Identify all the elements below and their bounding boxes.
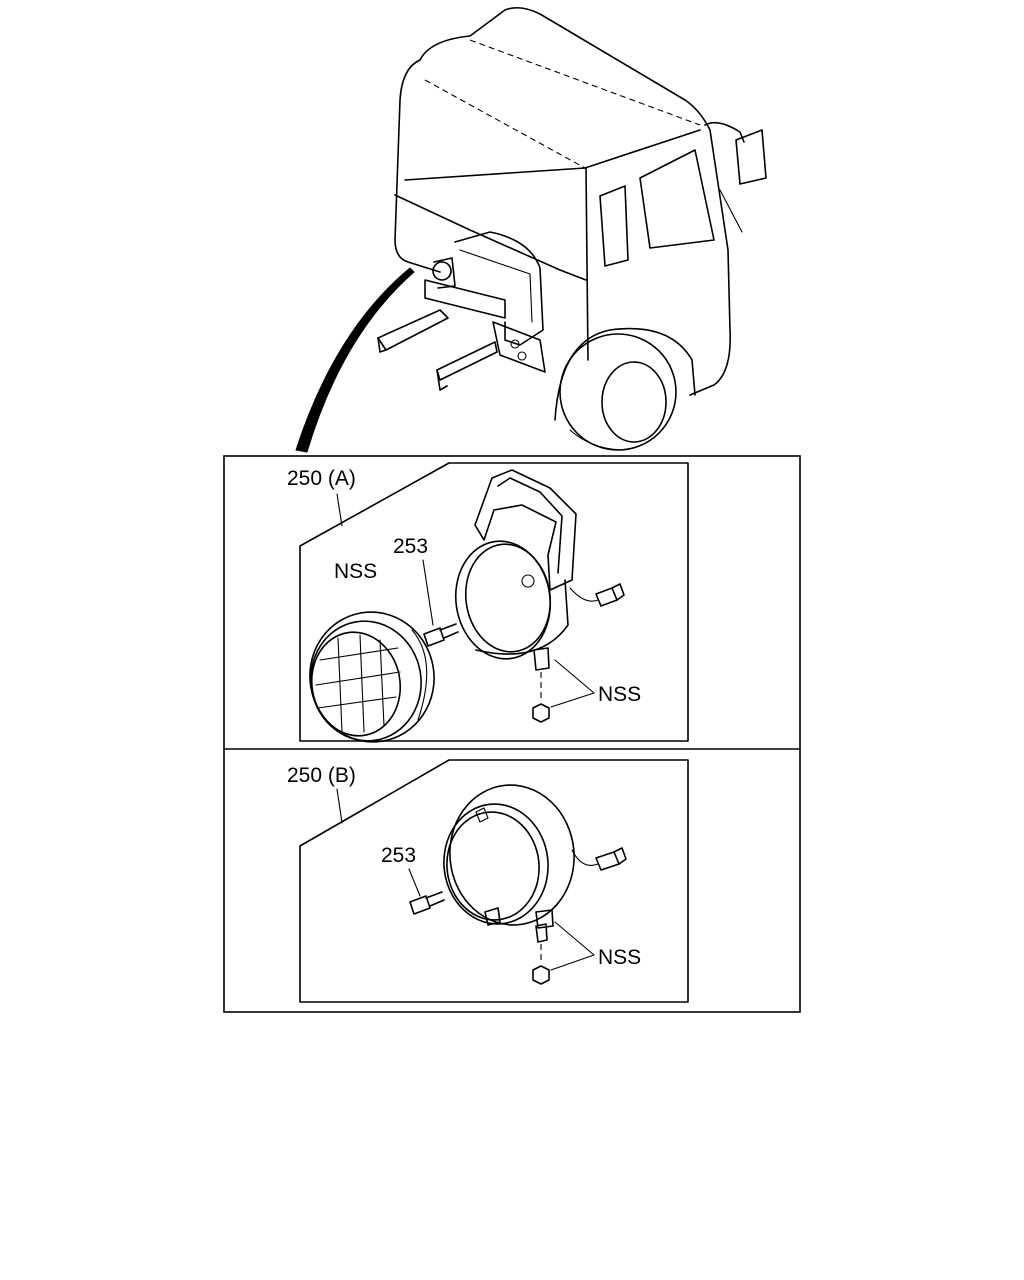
bolt-253-b bbox=[408, 868, 445, 915]
nut-a bbox=[532, 659, 595, 723]
label-250-b: 250 (B) bbox=[287, 764, 356, 787]
label-nss-lens: NSS bbox=[334, 560, 377, 583]
label-253-b: 253 bbox=[381, 844, 416, 867]
label-nss-nut-a: NSS bbox=[598, 683, 641, 706]
label-253-a: 253 bbox=[393, 535, 428, 558]
detail-frame bbox=[223, 455, 801, 1013]
panel-b: 250 (B) 253 NSS bbox=[287, 759, 689, 1003]
panel-a: 250 (A) 253 NSS NSS bbox=[287, 462, 689, 743]
label-nss-nut-b: NSS bbox=[598, 946, 641, 969]
lamp-housing-with-guard bbox=[454, 469, 625, 671]
round-lamp-housing bbox=[443, 784, 627, 929]
truck-cab-illustration bbox=[377, 6, 767, 451]
grille-lens-assembly bbox=[309, 611, 435, 743]
nut-b bbox=[532, 921, 595, 985]
callout-leader bbox=[295, 267, 415, 453]
bolt-253-a bbox=[422, 559, 459, 647]
label-250-a: 250 (A) bbox=[287, 467, 356, 490]
